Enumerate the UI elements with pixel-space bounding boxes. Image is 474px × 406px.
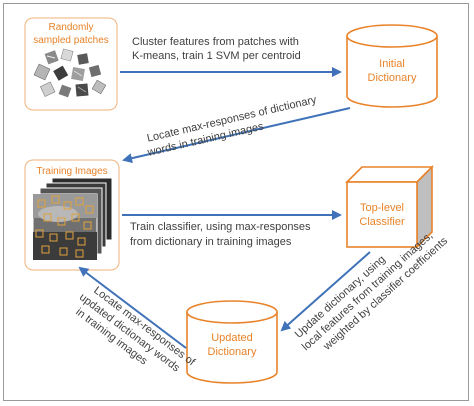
initial-dictionary-label-line1: Initial <box>379 58 405 70</box>
updated-dictionary-label-line2: Dictionary <box>208 346 257 358</box>
training-images-label: Training Images <box>36 166 107 177</box>
patch-thumbnail <box>40 81 56 97</box>
patch-thumbnail <box>53 65 69 81</box>
detection-box <box>75 197 84 206</box>
edge-label-cluster: Cluster features from patches with K-mea… <box>132 36 301 62</box>
edge-train-line2: from dictionary in training images <box>130 236 292 248</box>
patch-thumbnail <box>77 53 89 65</box>
patch-texture <box>73 70 83 77</box>
edge-label-train: Train classifier, using max-responses fr… <box>130 221 311 248</box>
patch-thumbnail <box>60 48 74 62</box>
patches-label-line1: Randomly <box>48 22 93 33</box>
updated-dictionary-node: Updated Dictionary <box>186 300 278 384</box>
detection-box <box>65 231 74 240</box>
detection-box <box>57 217 66 226</box>
patch-thumbnail <box>58 84 72 98</box>
edge-cluster-line2: K-means, train 1 SVM per centroid <box>132 50 301 62</box>
classifier-label-line2: Classifier <box>359 216 405 228</box>
initial-dictionary-cylinder-top <box>346 24 438 48</box>
detection-box <box>51 195 60 204</box>
arrow-updated-dictionary-to-training-images <box>78 266 187 349</box>
detection-box <box>43 213 52 222</box>
updated-dictionary-cylinder-body <box>186 312 278 384</box>
detection-box <box>59 247 68 256</box>
detection-box <box>83 221 92 230</box>
patch-texture <box>77 86 87 93</box>
detection-box <box>41 245 50 254</box>
arrows <box>78 67 371 349</box>
updated-dictionary-label-line1: Updated <box>211 332 253 344</box>
arrow-initial-dictionary-to-training-images <box>122 107 351 164</box>
top-level-classifier-node: Top-level Classifier <box>345 165 434 249</box>
edge-train-line1: Train classifier, using max-responses <box>130 221 311 233</box>
edge-label-locate-updated: Locate max-responses of updated dictiona… <box>73 284 198 374</box>
detection-box <box>77 237 86 246</box>
edge-cluster-line1: Cluster features from patches with <box>132 36 299 48</box>
edge-update-line2: local features from training images, <box>300 230 435 353</box>
updated-dictionary-cylinder-top <box>186 300 278 324</box>
initial-dictionary-node: Initial Dictionary <box>346 24 438 108</box>
patch-thumbnail <box>88 64 102 78</box>
detection-boxes <box>35 195 94 258</box>
classifier-cube-front <box>346 181 418 248</box>
patches-label-line2: sampled patches <box>33 35 109 46</box>
classifier-label-line1: Top-level <box>360 202 404 214</box>
patch-thumbnails <box>33 48 107 98</box>
initial-dictionary-label-line2: Dictionary <box>368 72 417 84</box>
detection-box <box>35 229 44 238</box>
training-image-cloud <box>38 206 78 222</box>
training-images-node: Training Images <box>24 159 120 271</box>
patches-node: Randomly sampled patches <box>24 17 118 111</box>
detection-box <box>49 233 58 242</box>
initial-dictionary-cylinder-body <box>346 36 438 108</box>
patch-thumbnail <box>33 63 51 81</box>
patch-thumbnail <box>91 79 107 95</box>
patch-texture <box>46 55 56 59</box>
arrow-classifier-to-updated-dictionary <box>280 251 371 332</box>
detection-box <box>37 199 46 208</box>
detection-box <box>85 205 94 214</box>
figure-frame <box>3 3 469 401</box>
detection-box <box>75 249 84 258</box>
detection-box <box>63 201 72 210</box>
detection-box <box>71 213 80 222</box>
edge-label-locate: Locate max-responses of dictionary words… <box>146 94 319 159</box>
